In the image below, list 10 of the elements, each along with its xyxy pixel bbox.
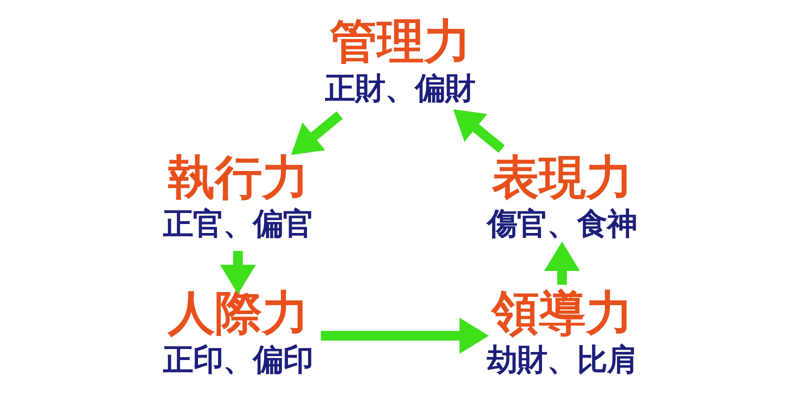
node-text: 管理力 正財、偏財 (325, 14, 476, 106)
arrow (291, 111, 343, 155)
node-text: 領導力 劫財、比肩 (487, 286, 638, 378)
arrow (544, 242, 580, 285)
node-text: 執行力 正官、偏官 (163, 150, 314, 242)
arrow (220, 250, 256, 294)
node-text: 人際力 正印、偏印 (163, 286, 314, 378)
arrow (453, 109, 505, 153)
arrow (320, 318, 489, 354)
node-text: 表現力 傷官、食神 (487, 150, 638, 242)
